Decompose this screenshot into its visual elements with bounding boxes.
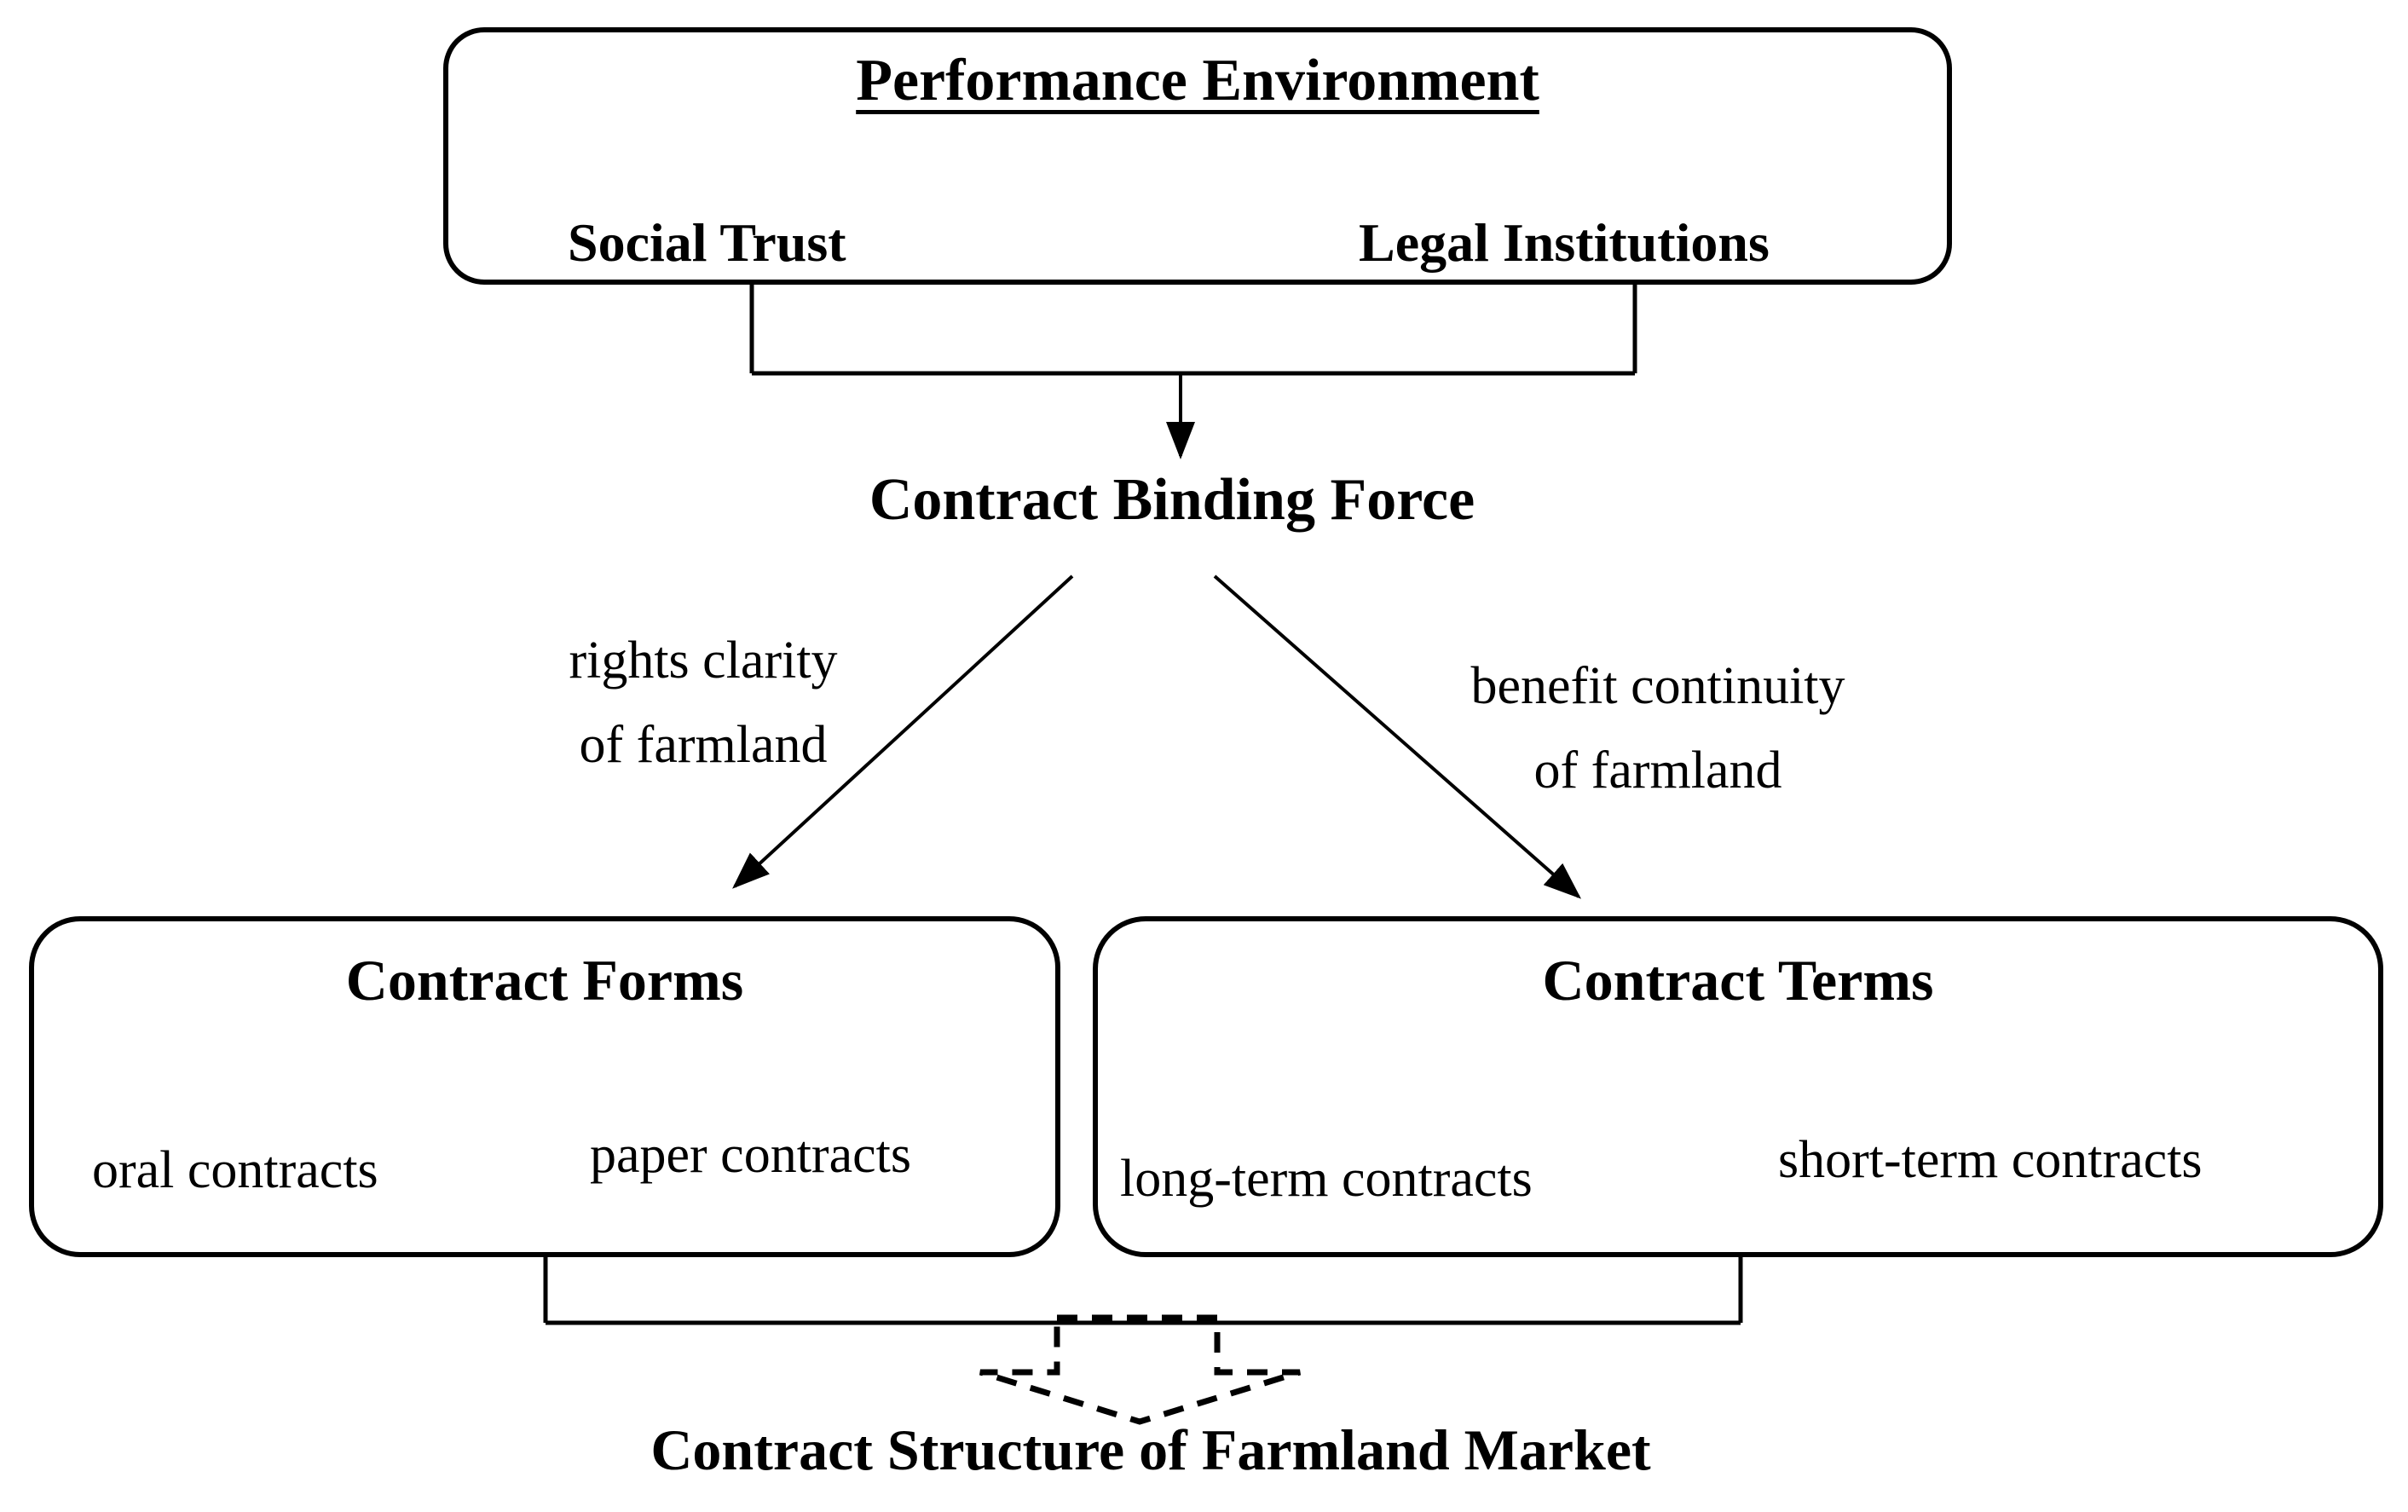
oral-contracts-label: oral contracts: [92, 1141, 378, 1199]
social-trust-label: Social Trust: [568, 212, 846, 273]
contract-forms-box: Contract Forms oral contracts paper cont…: [29, 916, 1060, 1257]
contract-terms-title: Contract Terms: [1542, 948, 1934, 1013]
short-term-contracts-label: short-term contracts: [1778, 1131, 2203, 1189]
top-bracket: [749, 285, 1637, 376]
contract-terms-box: Contract Terms long-term contracts short…: [1093, 916, 2383, 1257]
paper-contracts-label: paper contracts: [590, 1126, 911, 1184]
rights-clarity-edge-label: rights clarity of farmland: [569, 632, 838, 775]
contract-structure-label: Contract Structure of Farmland Market: [650, 1417, 1651, 1482]
legal-institutions-label: Legal Institutions: [1359, 212, 1770, 273]
contract-binding-force-label: Contract Binding Force: [869, 467, 1475, 533]
performance-environment-title: Performance Environment: [856, 48, 1539, 113]
contract-forms-title: Contract Forms: [345, 948, 744, 1013]
performance-environment-box: Performance Environment Social Trust Leg…: [443, 27, 1952, 285]
bottom-bracket: [543, 1257, 1743, 1325]
dashed-block-arrow: [979, 1314, 1302, 1425]
benefit-continuity-edge-label: benefit continuity of farmland: [1470, 657, 1845, 800]
long-term-contracts-label: long-term contracts: [1120, 1150, 1533, 1208]
